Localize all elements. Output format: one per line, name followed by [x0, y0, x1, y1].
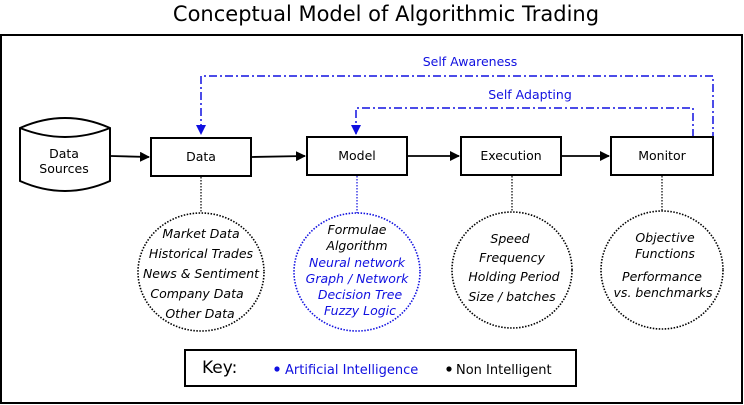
- detail-data-item: News & Sentiment: [143, 266, 260, 281]
- legend-title: Key:: [202, 358, 237, 378]
- data-sources-node: Data Sources: [19, 117, 111, 192]
- stage-monitor: Monitor: [610, 136, 714, 176]
- detail-model-ai-item: Graph / Network: [306, 271, 409, 286]
- arrow-data-to-model: [251, 151, 306, 162]
- detail-model-ai-item: Fuzzy Logic: [324, 303, 396, 318]
- detail-model: Formulae Algorithm Neural network Graph …: [293, 212, 421, 332]
- detail-model-ai-item: Neural network: [309, 255, 406, 270]
- detail-data-item: Company Data: [150, 286, 243, 301]
- self-adapting-loop: [351, 107, 694, 137]
- self-awareness-loop: [196, 75, 714, 140]
- legend-non-ai-label: Non Intelligent: [456, 363, 552, 378]
- stage-data-label: Data: [186, 149, 216, 164]
- detail-data-item: Other Data: [165, 306, 234, 321]
- self-adapting-label: Self Adapting: [488, 87, 572, 102]
- stage-model-label: Model: [338, 148, 376, 163]
- detail-data-item: Market Data: [162, 226, 239, 241]
- self-awareness-label: Self Awareness: [423, 54, 518, 69]
- stage-data: Data: [150, 137, 252, 177]
- detail-execution: Speed Frequency Holding Period Size / ba…: [451, 211, 573, 329]
- detail-execution-item: Speed: [490, 231, 529, 246]
- detail-execution-item: Size / batches: [468, 289, 556, 304]
- detail-monitor-item: Performance: [622, 269, 702, 284]
- detail-data-item: Historical Trades: [149, 246, 254, 261]
- stage-model: Model: [306, 136, 408, 176]
- stage-execution-label: Execution: [480, 148, 541, 163]
- detail-execution-item: Holding Period: [468, 269, 559, 284]
- legend: Key: Artificial Intelligence Non Intelli…: [184, 349, 577, 387]
- data-sources-label-line1: Data: [49, 146, 79, 161]
- detail-monitor-item: vs. benchmarks: [614, 285, 713, 300]
- detail-execution-item: Frequency: [479, 250, 545, 265]
- detail-data: Market Data Historical Trades News & Sen…: [137, 212, 265, 332]
- diagram-title: Conceptual Model of Algorithmic Trading: [173, 2, 599, 26]
- data-sources-label-line2: Sources: [39, 161, 88, 176]
- arrow-sources-to-data: [110, 151, 150, 162]
- detail-monitor: Objective Functions Performance vs. benc…: [600, 210, 724, 330]
- legend-ai-label: Artificial Intelligence: [285, 363, 418, 378]
- detail-model-ai-item: Decision Tree: [318, 287, 403, 302]
- stage-monitor-label: Monitor: [638, 148, 686, 163]
- detail-monitor-item: Objective: [635, 230, 695, 245]
- legend-ai-dot: [274, 366, 280, 372]
- detail-model-item: Algorithm: [325, 238, 387, 253]
- detail-monitor-item: Functions: [635, 246, 695, 261]
- detail-model-item: Formulae: [328, 222, 387, 237]
- legend-non-ai-dot: [446, 366, 452, 372]
- feedback-loops: Self Awareness Self Adapting: [196, 54, 714, 140]
- diagram-frame: [0, 34, 743, 404]
- stage-execution: Execution: [460, 136, 562, 176]
- process-arrows: [110, 151, 610, 162]
